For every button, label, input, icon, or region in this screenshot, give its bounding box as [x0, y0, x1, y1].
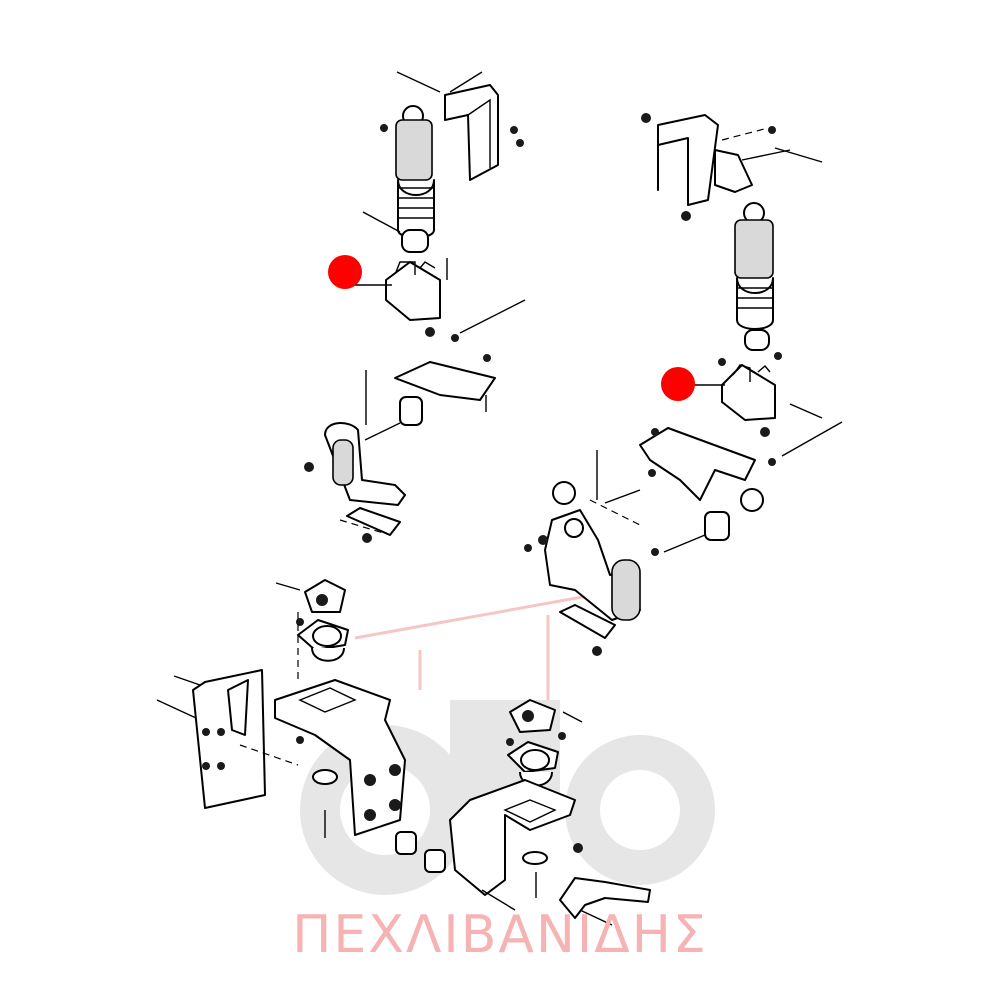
marker-right-shock-bracket[interactable]: [661, 367, 725, 401]
marker-left-shock-bracket[interactable]: [328, 255, 392, 289]
watermark-text: ΠΕΧΛΙΒΑΝΙΔΗΣ: [292, 905, 708, 965]
left-cab-suspension: [304, 71, 526, 543]
right-cab-suspension: [524, 113, 843, 656]
front-cab-mounts: [156, 579, 651, 926]
